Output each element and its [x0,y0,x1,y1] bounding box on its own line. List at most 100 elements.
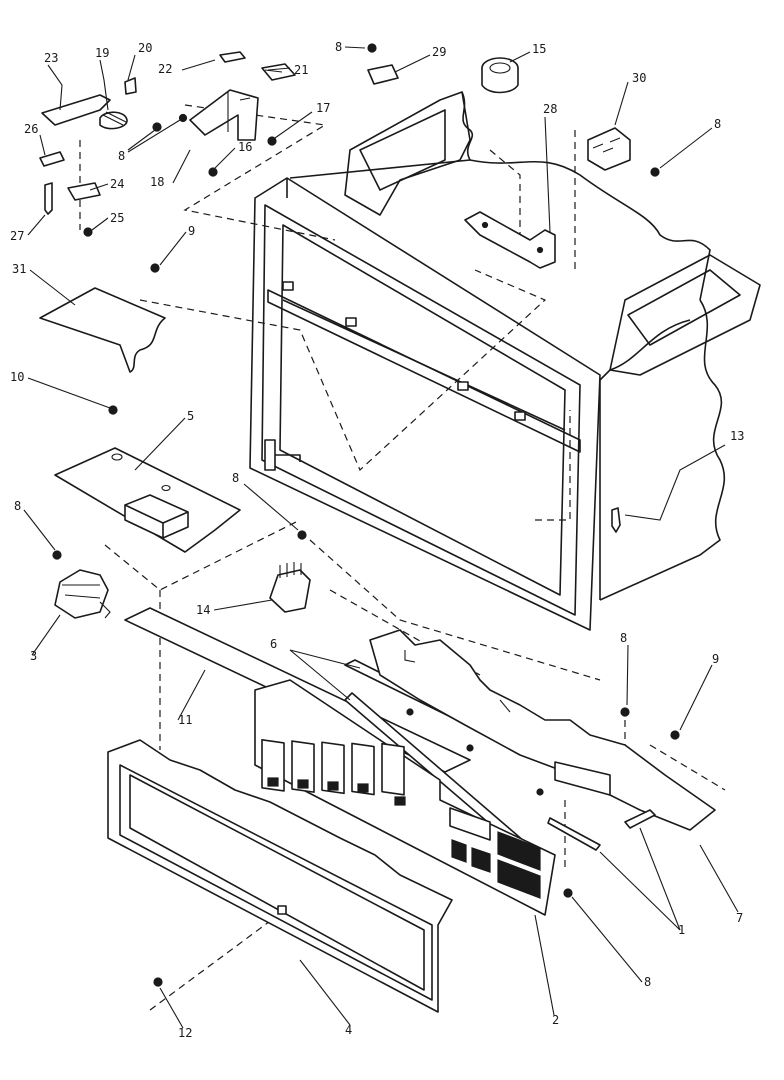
part-27-pin [44,182,53,215]
part-18-bracket [189,89,259,141]
panel-button-2 [291,740,315,793]
part-8-screw-b [178,113,188,123]
leader-lines [23,46,739,1029]
cabinet-top-edge [289,159,711,301]
part-2-control-panel [254,679,556,916]
hinge-parts-group [39,43,399,237]
callout-3: 3 [30,649,37,663]
callout-28: 28 [543,102,557,116]
panel-button-3 [321,741,345,795]
callout-31: 31 [12,262,26,276]
callout-18: 18 [150,175,164,189]
frame-crossbar-top [267,289,581,453]
callout-14: 14 [196,603,210,617]
callout-4: 4 [345,1023,352,1037]
part-29-pad [367,64,399,85]
part-31-insulation-sheet [39,287,166,373]
callout-11: 11 [178,713,192,727]
callout-8-right: 8 [714,117,721,131]
part-17-screw [267,136,277,146]
panel-rails [344,629,716,851]
part-16-screw [208,167,218,177]
callout-7: 7 [736,911,743,925]
part-3-transformer [54,569,109,619]
part-8-screw-e [52,550,62,560]
callout-8-top: 8 [335,40,342,54]
callout-13: 13 [730,429,744,443]
callout-8-left: 8 [14,499,21,513]
part-28-mount-bracket [464,211,556,269]
frame-outer [249,177,601,631]
callout-29: 29 [432,45,446,59]
part-8-screw-h [563,888,573,898]
part-30-connector [587,127,631,171]
panel-display-window [449,807,491,841]
part-8-screw-g [620,707,630,717]
callout-8-rail: 8 [620,631,627,645]
front-frame [249,177,601,631]
part-14-relay [269,569,311,613]
callout-8-hinge: 8 [118,149,125,163]
callout-9-right: 9 [712,652,719,666]
part-13-pin [611,507,621,533]
cabinet-left-duct [344,91,471,216]
part-20-clip [124,77,137,95]
part-23-bracket [41,94,111,126]
part-7-mounting-plate [369,629,716,831]
panel-keypad-block-1 [451,839,467,863]
cabinet-housing [289,91,761,601]
callout-27: 27 [10,229,24,243]
part-8-screw-d [650,167,660,177]
callout-labels: 23 19 20 22 21 8 29 15 28 30 8 17 16 18 … [10,40,744,1040]
part-1-hinge-rod [547,817,601,851]
frame-bracket-4 [514,411,526,421]
upper-right-parts [464,57,660,269]
callout-25: 25 [110,211,124,225]
frame-bracket-2 [345,317,357,327]
part-10-screw [108,405,118,415]
cabinet-right-duct [609,254,761,376]
part-4-door-trim [107,739,453,1013]
callout-6: 6 [270,637,277,651]
part-9-screw-b [670,730,680,740]
callout-8-bottom: 8 [644,975,651,989]
panel-keypad-block-2 [497,831,541,871]
frame-bracket-3 [457,381,469,391]
panel-button-4 [351,742,375,796]
frame-bracket-1 [282,281,294,291]
callout-15: 15 [532,42,546,56]
part-8-screw-f [297,530,307,540]
callout-21: 21 [294,63,308,77]
callout-17: 17 [316,101,330,115]
callout-1: 1 [678,923,685,937]
callout-2: 2 [552,1013,559,1027]
door-trim-clip [277,905,287,915]
part-25-screw [83,227,93,237]
panel-button-5 [381,742,405,796]
part-26-tab [39,151,65,167]
part-22-plate [219,51,246,63]
part-8-screw-c [367,43,377,53]
part-24-latch [67,182,101,201]
callout-16: 16 [238,140,252,154]
callout-8-mid: 8 [232,471,239,485]
callout-30: 30 [632,71,646,85]
frame-crossbar-mid [282,299,566,431]
callout-23: 23 [44,51,58,65]
part-8-screw-a [152,122,162,132]
callout-26: 26 [24,122,38,136]
callout-24: 24 [110,177,124,191]
callout-19: 19 [95,46,109,60]
left-side-parts [39,263,311,619]
part-12-screw [153,977,163,987]
callout-12: 12 [178,1026,192,1040]
frame-hinge-post [264,439,276,471]
callout-9-left: 9 [188,224,195,238]
callout-10: 10 [10,370,24,384]
part-9-screw-a [150,263,160,273]
callout-5: 5 [187,409,194,423]
callout-20: 20 [138,41,152,55]
callout-22: 22 [158,62,172,76]
